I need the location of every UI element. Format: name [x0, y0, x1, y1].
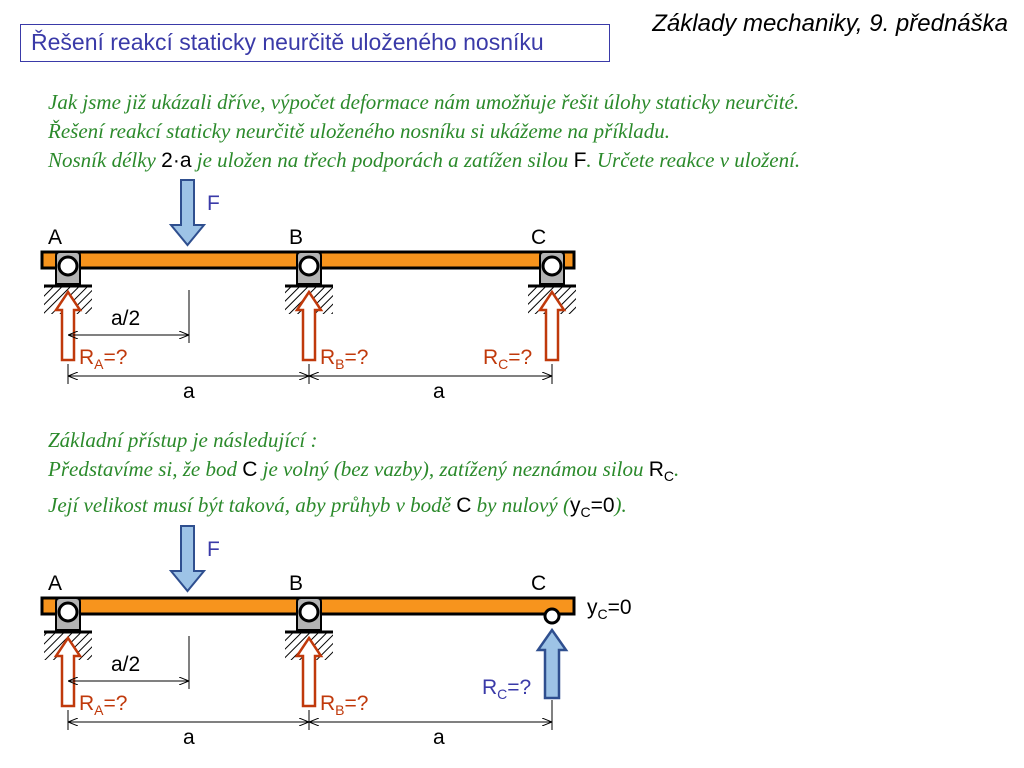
approach-line-3: Její velikost musí být taková, aby průhy… — [48, 491, 679, 527]
reaction-arrow-b — [294, 635, 324, 708]
force-label: F — [207, 538, 220, 561]
rc-symbol: RC — [648, 458, 675, 485]
reaction-arrow-a — [53, 289, 83, 362]
dimension-a-2-label: a — [433, 726, 445, 749]
diagram-2: F A B C yC=0 RA=? RB=? RC=? a/2 — [40, 525, 632, 749]
intro-text: je uložen na třech podporách a zatížen s… — [191, 148, 574, 172]
course-title: Základy mechaniky, 9. přednáška — [652, 10, 1008, 37]
reaction-b-label: RB=? — [320, 692, 368, 718]
support-a-label: A — [48, 572, 62, 595]
intro-text: . Určete reakce v uložení. — [586, 148, 801, 172]
approach-text: . — [674, 457, 680, 481]
dimension-a-1-label: a — [183, 380, 195, 403]
beam-length: 2·a — [161, 149, 192, 172]
force-symbol: F — [573, 149, 587, 172]
intro-line-3: Nosník délky 2·a je uložen na třech podp… — [48, 146, 800, 175]
force-arrow — [168, 179, 207, 247]
support-b-label: B — [289, 226, 303, 249]
dimension-a-2-label: a — [433, 380, 445, 403]
reaction-c-label: RC=? — [482, 676, 531, 702]
yc-symbol: yC=0 — [569, 494, 615, 521]
force-arrow — [168, 525, 207, 593]
slide-title: Řešení reakcí staticky neurčitě uloženéh… — [20, 24, 610, 62]
approach-text: by nulový ( — [471, 493, 570, 518]
reaction-arrow-c — [535, 627, 569, 700]
approach-paragraph: Základní přístup je následující : Předst… — [48, 426, 679, 527]
reaction-arrow-c — [537, 289, 567, 362]
approach-text: Představíme si, že bod — [48, 457, 243, 481]
support-a — [44, 251, 92, 314]
intro-paragraph: Jak jsme již ukázali dříve, výpočet defo… — [48, 88, 800, 175]
approach-text: ). — [614, 493, 627, 518]
force-label: F — [207, 192, 220, 215]
support-c-label: C — [531, 226, 546, 249]
reaction-c-label: RC=? — [483, 346, 532, 372]
intro-line-1: Jak jsme již ukázali dříve, výpočet defo… — [48, 90, 800, 114]
support-b-label: B — [289, 572, 303, 595]
dimension-a-1-label: a — [183, 726, 195, 749]
deflection-label: yC=0 — [587, 596, 632, 622]
intro-text: Nosník délky — [48, 148, 162, 172]
approach-line-1: Základní přístup je následující : — [48, 428, 318, 452]
approach-text: Její velikost musí být taková, aby průhy… — [48, 493, 457, 518]
point-c-symbol: C — [242, 458, 258, 481]
dimension-half-label: a/2 — [111, 653, 140, 676]
reaction-a-label: RA=? — [79, 346, 127, 372]
reaction-a-label: RA=? — [79, 692, 127, 718]
intro-line-2: Řešení reakcí staticky neurčitě uloženéh… — [48, 119, 671, 143]
diagram-1: F A B C RA — [40, 179, 576, 403]
point-c-label: C — [531, 572, 546, 595]
dimension-half-label: a/2 — [111, 307, 140, 330]
reaction-b-label: RB=? — [320, 346, 368, 372]
approach-line-2: Představíme si, že bod C je volný (bez v… — [48, 455, 679, 491]
point-c-symbol: C — [456, 494, 472, 518]
reaction-arrow-b — [294, 289, 324, 362]
reaction-arrow-a — [53, 635, 83, 708]
free-point-c — [543, 607, 561, 625]
support-a-label: A — [48, 226, 62, 249]
approach-text: je volný (bez vazby), zatížený neznámou … — [257, 457, 649, 481]
